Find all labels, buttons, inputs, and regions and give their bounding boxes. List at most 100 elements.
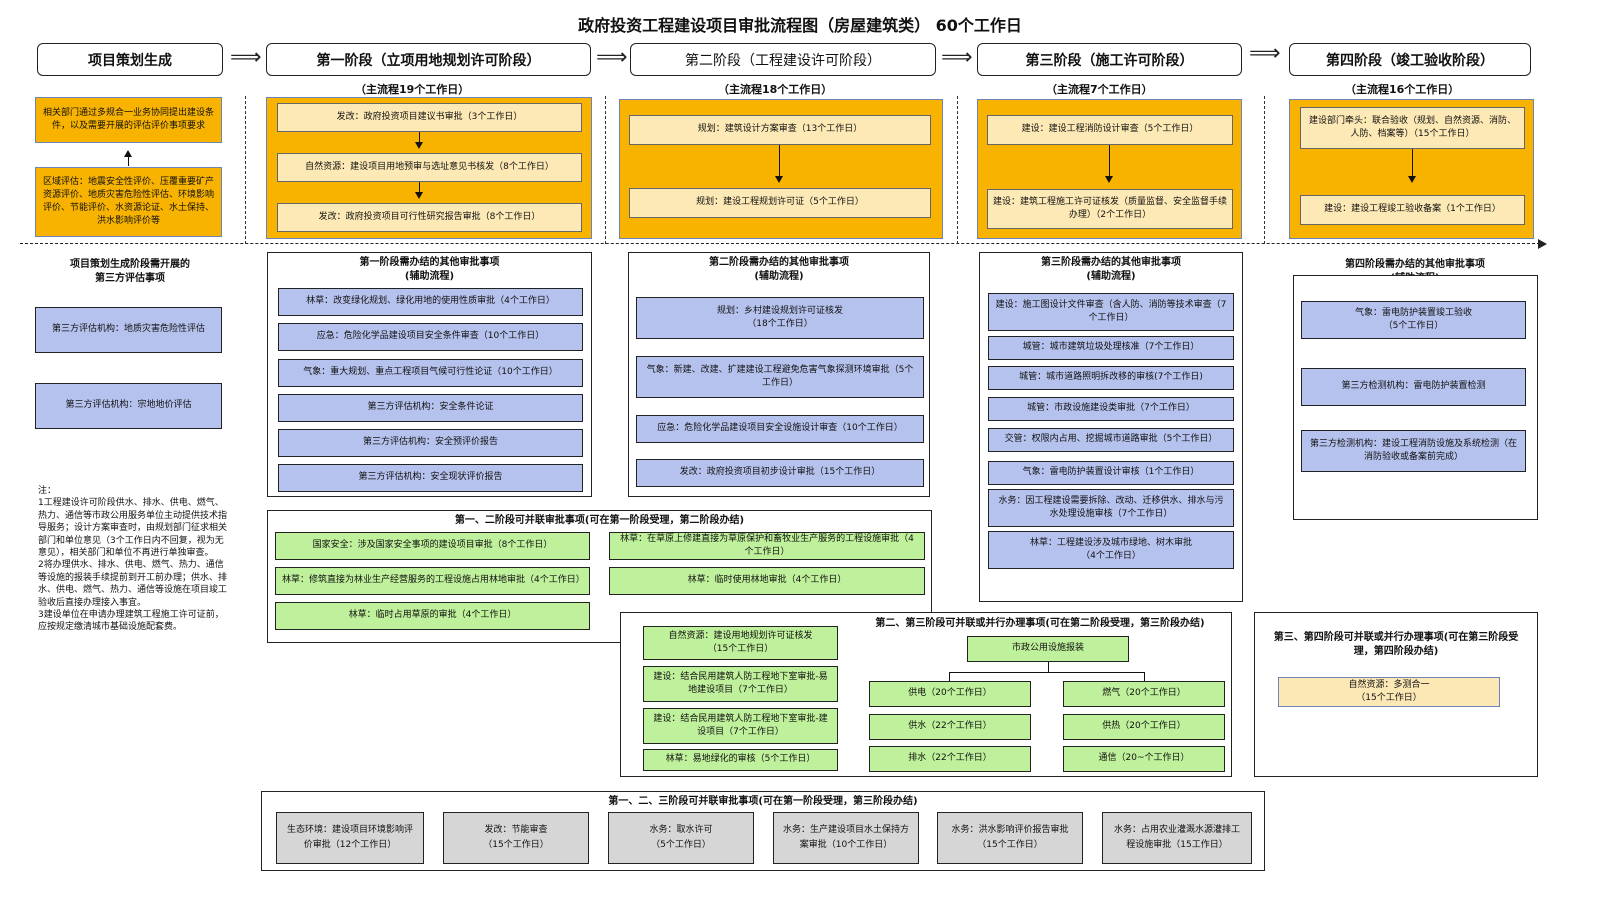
s1-main-item: 发改：政府投资项目可行性研究报告审批（8个工作日） xyxy=(277,203,582,232)
s3-aux-item: 城管：城市建筑垃圾处理核准（7个工作日） xyxy=(988,336,1234,360)
s23-parallel-title: 第二、第三阶段可并联或并行办理事项(可在第二阶段受理，第三阶段办结) xyxy=(875,618,1205,629)
planning-third-party-title: 项目策划生成阶段需开展的 第三方评估事项 xyxy=(70,259,190,284)
stage-1-main-duration: （主流程19个工作日） xyxy=(355,83,470,96)
utility-item: 供电（20个工作日） xyxy=(869,681,1031,707)
stage-3: 第三阶段（施工许可阶段） xyxy=(977,43,1242,76)
arrow-up xyxy=(124,150,132,157)
s12-parallel-title: 第一、二阶段可并联审批事项(可在第一阶段受理，第二阶段办结) xyxy=(454,515,745,526)
stage-divider xyxy=(1264,96,1265,244)
stage-1: 第一阶段（立项用地规划许可阶段） xyxy=(266,43,591,76)
s23-item: 自然资源：建设用地规划许可证核发 （15个工作日） xyxy=(643,626,838,660)
stage-2-main-duration: （主流程18个工作日） xyxy=(718,83,833,96)
stage-planning: 项目策划生成 xyxy=(37,43,223,76)
s2-aux-item: 规划：乡村建设规划许可证核发 （18个工作日） xyxy=(636,297,924,339)
s3-main-item: 建设：建设工程消防设计审查（5个工作日） xyxy=(987,115,1233,145)
arrow-down xyxy=(415,192,423,199)
s2-main-item: 规划：建筑设计方案审查（13个工作日） xyxy=(629,115,931,145)
planning-third-party-item: 第三方评估机构：宗地地价评估 xyxy=(35,383,222,429)
s34-parallel-title: 第三、第四阶段可并联或并行办理事项(可在第三阶段受理，第四阶段办结) xyxy=(1273,632,1519,657)
s2-aux-item: 发改：政府投资项目初步设计审批（15个工作日） xyxy=(636,459,924,487)
connector xyxy=(419,182,420,193)
stage-2-aux-title: 第二阶段需办结的其他审批事项 (辅助流程) xyxy=(709,257,849,282)
s3-aux-item: 林草：工程建设涉及城市绿地、树木审批 （4个工作日） xyxy=(988,531,1234,569)
main-aux-divider xyxy=(20,243,1540,244)
utility-item: 供热（20个工作日） xyxy=(1063,714,1225,740)
stage-4-main-duration: （主流程16个工作日） xyxy=(1345,83,1460,96)
connector xyxy=(1144,672,1145,681)
s123-item: 发改：节能审查 （15个工作日） xyxy=(443,812,589,864)
s23-item: 建设：结合民用建筑人防工程地下室审批-易地建设项目（7个工作日） xyxy=(643,666,838,702)
s12-item: 国家安全：涉及国家安全事项的建设项目审批（8个工作日） xyxy=(275,532,590,560)
s3-aux-item: 城管：市政设施建设类审批（7个工作日） xyxy=(988,397,1234,421)
arrow-down xyxy=(415,142,423,149)
s1-main-item: 自然资源：建设项目用地预审与选址意见书核发（8个工作日） xyxy=(277,153,582,182)
connector xyxy=(949,672,950,681)
stage-3-aux-title: 第三阶段需办结的其他审批事项 (辅助流程) xyxy=(1041,257,1181,282)
s4-aux-item: 第三方检测机构：雷电防护装置检测 xyxy=(1301,368,1526,406)
s4-aux-item: 第三方检测机构：建设工程消防设施及系统检测（在消防验收或备案前完成） xyxy=(1301,430,1526,472)
utility-item: 通信（20~个工作日） xyxy=(1063,746,1225,772)
s2-main-item: 规划：建设工程规划许可证（5个工作日） xyxy=(629,188,931,218)
stage-divider xyxy=(245,96,246,244)
stage-1-aux-title: 第一阶段需办结的其他审批事项 (辅助流程) xyxy=(359,257,500,282)
stage-divider xyxy=(957,96,958,244)
s123-item: 水务：生产建设项目水土保持方案审批（10个工作日） xyxy=(773,812,919,864)
connector xyxy=(419,132,420,143)
s23-item: 林草：易地绿化的审核（5个工作日） xyxy=(643,749,838,771)
s34-item: 自然资源：多测合一 （15个工作日） xyxy=(1278,677,1500,707)
connector xyxy=(128,156,129,166)
planning-third-party-item: 第三方评估机构：地质灾害危险性评估 xyxy=(35,307,222,353)
s12-item: 林草：修筑直接为林业生产经营服务的工程设施占用林地审批（4个工作日） xyxy=(275,567,590,595)
s3-aux-item: 建设：施工图设计文件审查（含人防、消防等技术审查（7个工作日） xyxy=(988,293,1234,331)
s1-aux-item: 第三方评估机构：安全现状评价报告 xyxy=(278,464,583,492)
s2-aux-item: 气象：新建、改建、扩建建设工程避免危害气象探测环境审批（5个工作日） xyxy=(636,356,924,398)
s1-aux-item: 应急：危险化学品建设项目安全条件审查（10个工作日） xyxy=(278,323,583,351)
s1-aux-item: 第三方评估机构：安全条件论证 xyxy=(278,394,583,422)
s3-aux-item: 交管：权限内占用、挖掘城市道路审批（5个工作日） xyxy=(988,428,1234,452)
connector xyxy=(1109,145,1110,177)
s3-main-item: 建设：建筑工程施工许可证核发（质量监督、安全监督手续办理）（2个工作日） xyxy=(987,189,1233,229)
connector xyxy=(1412,149,1413,177)
s123-item: 水务：取水许可 （5个工作日） xyxy=(608,812,754,864)
utility-item: 供水（22个工作日） xyxy=(869,714,1031,740)
connector xyxy=(1048,662,1049,672)
s4-main-item: 建设：建设工程竣工验收备案（1个工作日） xyxy=(1300,195,1525,225)
s1-aux-item: 第三方评估机构：安全预评价报告 xyxy=(278,429,583,457)
planning-regional-assessment: 区域评估：地震安全性评价、压覆重要矿产资源评价、地质灾害危险性评估、环境影响评价… xyxy=(35,167,222,237)
arrow-down xyxy=(775,176,783,183)
flow-arrow-1: ⟹ xyxy=(230,45,262,70)
flow-arrow-3: ⟹ xyxy=(941,45,973,70)
stage-2: 第二阶段（工程建设许可阶段） xyxy=(630,43,936,76)
s123-parallel-title: 第一、二、三阶段可并联审批事项(可在第一阶段受理，第三阶段办结) xyxy=(608,796,918,807)
diagram-title: 政府投资工程建设项目审批流程图（房屋建筑类） 60个工作日 xyxy=(578,16,1022,35)
s4-aux-item: 气象：雷电防护装置竣工验收 （5个工作日） xyxy=(1301,301,1526,339)
planning-conditions: 相关部门通过多规合一业务协同提出建设条件，以及需要开展的评估评价事项要求 xyxy=(35,97,222,143)
arrow-down xyxy=(1408,176,1416,183)
s2-aux-item: 应急：危险化学品建设项目安全设施设计审查（10个工作日） xyxy=(636,415,924,443)
s3-aux-item: 气象：雷电防护装置设计审核（1个工作日） xyxy=(988,461,1234,485)
flow-arrow-4: ⟹ xyxy=(1249,41,1281,66)
s3-aux-item: 城管：城市道路照明拆改移的审核(7个工作日) xyxy=(988,366,1234,390)
utility-hookup: 市政公用设施报装 xyxy=(967,636,1129,662)
s1-aux-item: 林草：改变绿化规划、绿化用地的使用性质审批（4个工作日） xyxy=(278,288,583,316)
s12-item: 林草：临时使用林地审批（4个工作日） xyxy=(609,567,925,595)
s3-aux-item: 水务：因工程建设需要拆除、改动、迁移供水、排水与污水处理设施审核（7个工作日） xyxy=(988,489,1234,527)
connector xyxy=(779,145,780,177)
divider-arrowhead xyxy=(1538,239,1547,249)
s1-main-item: 发改：政府投资项目建议书审批（3个工作日） xyxy=(277,103,582,132)
stage-3-main-duration: （主流程7个工作日） xyxy=(1046,83,1153,96)
connector xyxy=(949,672,1144,673)
s123-parallel-panel xyxy=(261,791,1265,871)
stage-divider xyxy=(605,96,606,244)
flow-arrow-2: ⟹ xyxy=(596,45,628,70)
s23-item: 建设：结合民用建筑人防工程地下室审批-建设项目（7个工作日） xyxy=(643,708,838,744)
s4-main-item: 建设部门牵头：联合验收（规划、自然资源、消防、人防、档案等）（15个工作日） xyxy=(1300,107,1525,149)
utility-item: 排水（22个工作日） xyxy=(869,746,1031,772)
stage-4: 第四阶段（竣工验收阶段） xyxy=(1289,43,1531,76)
notes: 注： 1工程建设许可阶段供水、排水、供电、燃气、热力、通信等市政公用服务单位主动… xyxy=(38,486,228,633)
s123-item: 水务：占用农业灌溉水源灌排工程设施审批（15工作日） xyxy=(1102,812,1252,864)
utility-item: 燃气（20个工作日） xyxy=(1063,681,1225,707)
s123-item: 水务：洪水影响评价报告审批（15个工作日） xyxy=(937,812,1083,864)
s12-item: 林草：临时占用草原的审批（4个工作日） xyxy=(275,602,590,630)
s123-item: 生态环境：建设项目环境影响评价审批（12个工作日） xyxy=(276,812,424,864)
